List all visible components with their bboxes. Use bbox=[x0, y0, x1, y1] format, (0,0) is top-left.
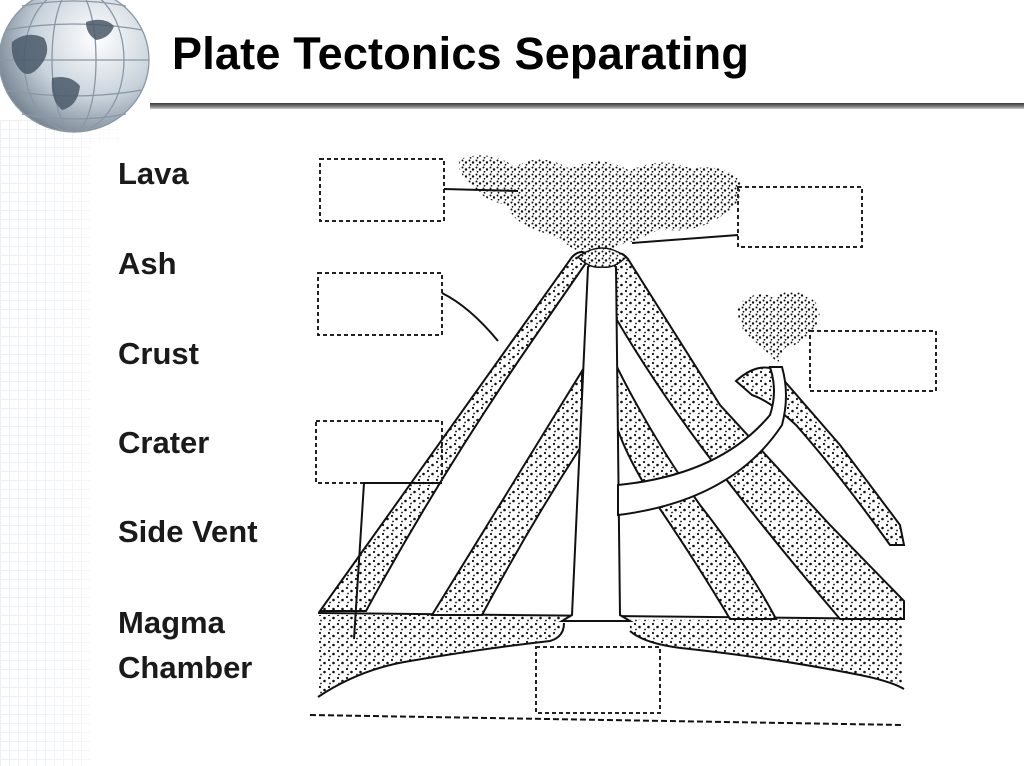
answer-box-6[interactable] bbox=[535, 646, 661, 714]
word-crater: Crater bbox=[118, 425, 210, 460]
ash-cloud bbox=[459, 155, 742, 263]
word-magma: Magma bbox=[118, 605, 225, 640]
right-inner-layer bbox=[611, 356, 778, 620]
page-title: Plate Tectonics Separating bbox=[172, 28, 750, 79]
answer-box-4[interactable] bbox=[809, 330, 937, 392]
word-side-vent: Side Vent bbox=[118, 514, 258, 549]
answer-box-2[interactable] bbox=[737, 186, 863, 248]
leader-lines bbox=[353, 188, 739, 640]
globe-icon bbox=[0, 0, 150, 133]
answer-box-1[interactable] bbox=[319, 158, 445, 222]
word-lava: Lava bbox=[118, 156, 189, 191]
volcano-diagram bbox=[309, 155, 937, 726]
crater bbox=[576, 247, 628, 269]
side-vent-pipe bbox=[617, 366, 787, 517]
left-outer-layer bbox=[318, 251, 592, 612]
word-chamber: Chamber bbox=[118, 650, 253, 685]
word-crust: Crust bbox=[118, 336, 199, 371]
answer-box-3[interactable] bbox=[317, 272, 443, 336]
title-divider bbox=[150, 103, 1024, 109]
answer-box-5[interactable] bbox=[315, 420, 443, 484]
word-ash: Ash bbox=[118, 246, 177, 281]
crust-layer bbox=[309, 612, 905, 726]
left-inner-layer bbox=[430, 367, 583, 616]
side-ash-cloud bbox=[737, 291, 820, 363]
